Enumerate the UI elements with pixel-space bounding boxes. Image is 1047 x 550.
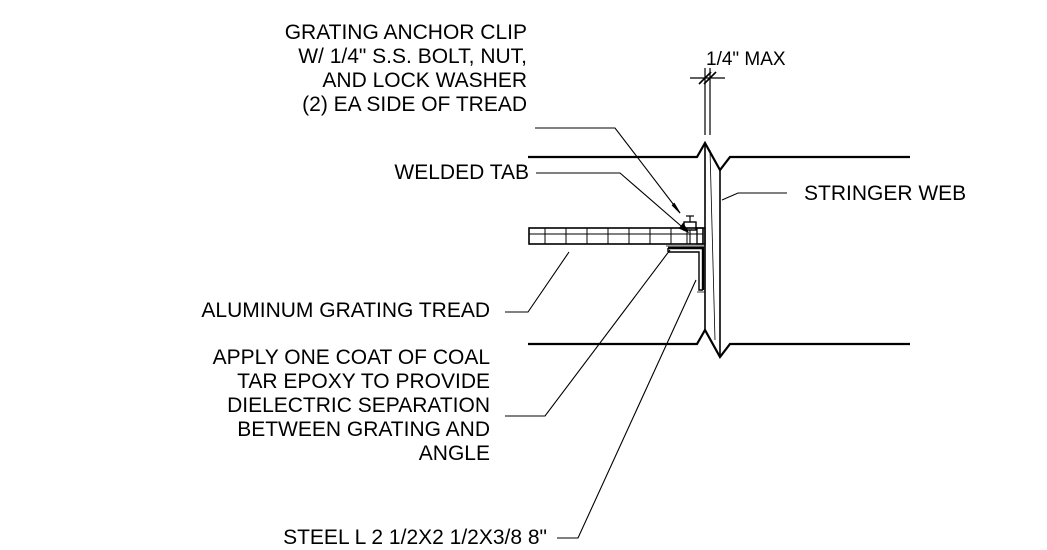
- leader-stringer-web: [721, 192, 787, 201]
- steel-angle: [666, 245, 706, 293]
- leader-steel-angle: [557, 279, 697, 539]
- leader-welded-tab: [536, 172, 689, 233]
- anchor-clip-label: GRATING ANCHOR CLIP W/ 1/4" S.S. BOLT, N…: [284, 21, 527, 116]
- stringer-web-plate: [704, 145, 721, 355]
- steel-angle-label: STEEL L 2 1/2X2 1/2X3/8 8": [283, 526, 547, 549]
- welded-tab-label: WELDED TAB: [394, 161, 529, 184]
- leader-epoxy: [505, 249, 671, 417]
- dimension-label: 1/4" MAX: [706, 49, 786, 70]
- grating-tread-label: ALUMINUM GRATING TREAD: [201, 299, 490, 322]
- dimension-marker: [690, 68, 725, 135]
- leader-anchor-clip: [535, 127, 681, 214]
- epoxy-note-label: APPLY ONE COAT OF COAL TAR EPOXY TO PROV…: [212, 346, 490, 465]
- stringer-web-label: STRINGER WEB: [804, 182, 967, 205]
- leader-lines: [505, 127, 787, 539]
- upper-break-line: [528, 140, 910, 172]
- welded-tab: [696, 227, 706, 245]
- leader-grating-tread: [505, 251, 570, 313]
- lower-break-line: [528, 327, 910, 359]
- grating-tread: [528, 227, 704, 245]
